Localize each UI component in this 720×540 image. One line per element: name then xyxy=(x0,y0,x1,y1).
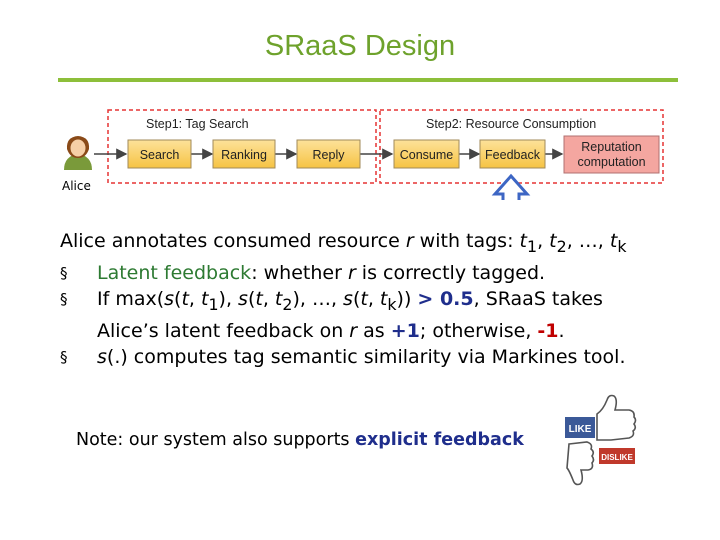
reputation-box-label-1: Reputation xyxy=(581,140,642,154)
bullet-threshold: § If max(s(t, t1), s(t, t2), …, s(t, tk)… xyxy=(60,287,603,314)
feedback-box-label: Feedback xyxy=(485,148,541,162)
bullet-icon: § xyxy=(60,263,68,282)
up-arrow-icon xyxy=(491,173,531,200)
feedback-box xyxy=(479,139,546,169)
body-text: Alice annotates consumed resource r with… xyxy=(60,228,710,370)
consume-box xyxy=(393,139,460,169)
step2-label: Step2: Resource Consumption xyxy=(426,117,596,131)
reply-box-label: Reply xyxy=(313,148,346,162)
intro-line: Alice annotates consumed resource r with… xyxy=(60,230,627,256)
workflow-diagram: Step1: Tag Search Step2: Resource Consum… xyxy=(62,109,664,200)
reply-box xyxy=(296,139,361,169)
reputation-box-label-2: computation xyxy=(577,155,645,169)
note-text: Note: our system also supports explicit … xyxy=(76,430,524,450)
like-dislike-image: LIKE DISLIKE xyxy=(565,394,637,486)
bullet-latent-feedback: § Latent feedback: whether r is correctl… xyxy=(60,261,546,284)
like-label: LIKE xyxy=(569,424,592,435)
search-box-label: Search xyxy=(140,148,180,162)
bullet-threshold-cont: Alice’s latent feedback on r as +1; othe… xyxy=(97,319,565,342)
step1-container xyxy=(107,109,377,184)
dislike-label: DISLIKE xyxy=(601,453,633,462)
step1-label: Step1: Tag Search xyxy=(146,117,249,131)
bullet-icon: § xyxy=(60,289,68,308)
title-underline xyxy=(58,78,678,82)
thumbs-down-icon: DISLIKE xyxy=(566,441,635,486)
search-box xyxy=(127,139,192,169)
user-label: Alice xyxy=(62,179,91,193)
bullet-similarity: § s(.) computes tag semantic similarity … xyxy=(60,345,626,368)
thumbs-up-icon: LIKE xyxy=(565,394,637,441)
step2-container xyxy=(379,109,664,184)
consume-box-label: Consume xyxy=(400,148,454,162)
ranking-box xyxy=(212,139,276,169)
user-icon xyxy=(64,136,92,170)
ranking-box-label: Ranking xyxy=(221,148,267,162)
bullet-icon: § xyxy=(60,347,68,366)
slide-title: SRaaS Design xyxy=(264,30,456,62)
reputation-box xyxy=(563,135,660,174)
